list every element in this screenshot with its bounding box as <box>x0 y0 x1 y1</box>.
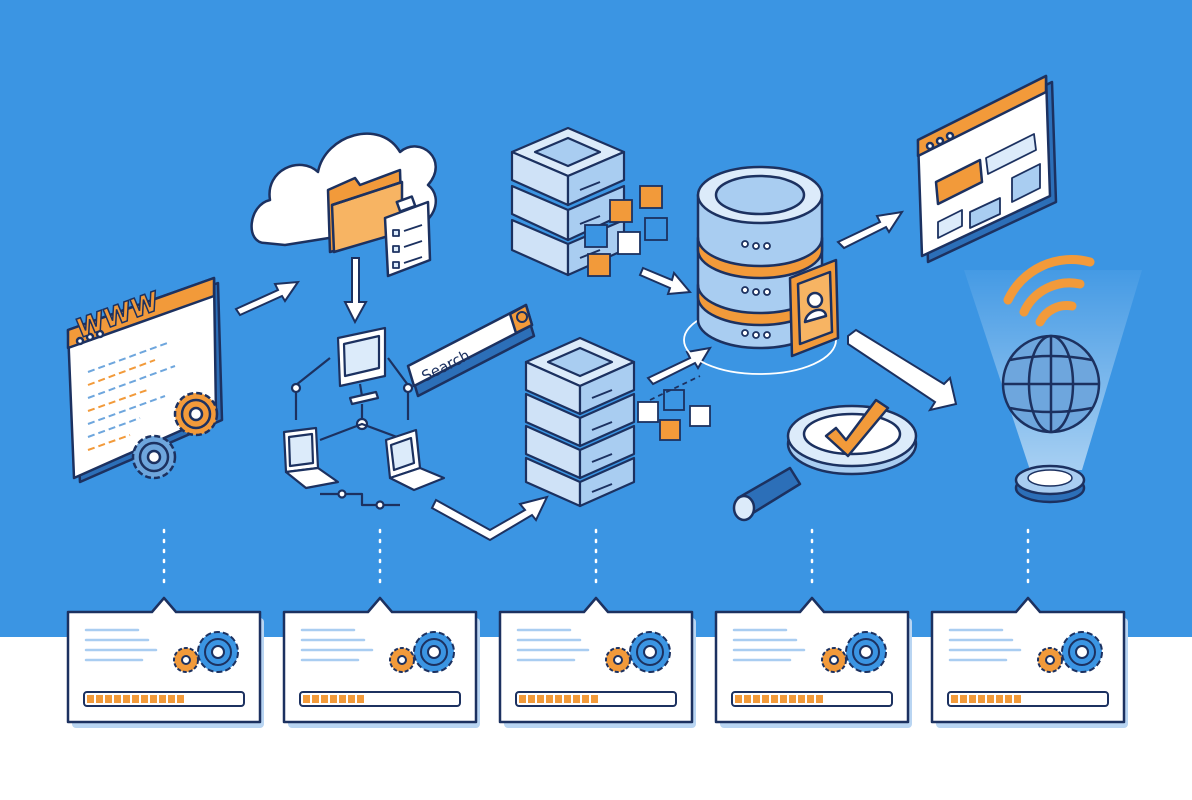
status-card[interactable] <box>282 596 480 728</box>
progress-segment <box>1005 695 1012 703</box>
progress-segment <box>744 695 751 703</box>
cloud-folder-icon <box>250 132 438 278</box>
arrow-cloud-to-network <box>343 257 368 325</box>
progress-segment <box>87 695 94 703</box>
gears-icon <box>1037 631 1103 673</box>
webpage-layout-icon <box>916 74 1058 264</box>
status-card[interactable] <box>66 596 264 728</box>
progress-segment <box>960 695 967 703</box>
footer-cards <box>66 596 1128 728</box>
progress-segment <box>789 695 796 703</box>
progress-segment <box>1014 695 1021 703</box>
progress-segment <box>357 695 364 703</box>
progress-segment <box>735 695 742 703</box>
dotted-connectors <box>162 528 1030 588</box>
progress-segment <box>762 695 769 703</box>
progress-segment <box>312 695 319 703</box>
network-computers-icon <box>282 326 446 510</box>
large-gear-hub <box>1075 645 1089 659</box>
progress-segment <box>798 695 805 703</box>
progress-segment <box>564 695 571 703</box>
progress-segment <box>537 695 544 703</box>
search-bar[interactable] <box>406 303 536 398</box>
progress-segment <box>771 695 778 703</box>
arrow-database-to-magnifier <box>847 328 958 412</box>
progress-segment <box>996 695 1003 703</box>
server-stack-bottom-icon <box>524 336 636 508</box>
progress-segment <box>816 695 823 703</box>
progress-segment <box>303 695 310 703</box>
large-gear-hub <box>427 645 441 659</box>
small-gear-hub <box>829 655 839 665</box>
progress-segment <box>573 695 580 703</box>
progress-segment <box>951 695 958 703</box>
arrow-network-to-server <box>430 495 549 542</box>
progress-segment <box>591 695 598 703</box>
small-gear-hub <box>181 655 191 665</box>
data-cubes-bottom <box>637 375 711 441</box>
progress-segment <box>159 695 166 703</box>
large-gear-hub <box>211 645 225 659</box>
status-card[interactable] <box>498 596 696 728</box>
small-gear-hub <box>397 655 407 665</box>
small-gear-hub <box>1045 655 1055 665</box>
progress-segment <box>321 695 328 703</box>
progress-segment <box>141 695 148 703</box>
progress-segment <box>978 695 985 703</box>
status-card[interactable] <box>930 596 1128 728</box>
magnifier-check-icon <box>732 398 918 522</box>
arrow-database-to-webpage <box>836 210 905 250</box>
progress-segment <box>150 695 157 703</box>
browser-code-icon <box>66 276 224 484</box>
gears-icon <box>389 631 455 673</box>
progress-segment <box>96 695 103 703</box>
progress-segment <box>330 695 337 703</box>
progress-segment <box>582 695 589 703</box>
status-card[interactable] <box>714 596 912 728</box>
progress-segment <box>114 695 121 703</box>
progress-segment <box>780 695 787 703</box>
progress-segment <box>807 695 814 703</box>
database-icon <box>683 165 840 375</box>
progress-segment <box>528 695 535 703</box>
progress-segment <box>168 695 175 703</box>
gears-icon <box>821 631 887 673</box>
progress-segment <box>348 695 355 703</box>
progress-segment <box>987 695 994 703</box>
progress-segment <box>969 695 976 703</box>
progress-segment <box>546 695 553 703</box>
gears-icon <box>605 631 671 673</box>
progress-segment <box>555 695 562 703</box>
wifi-globe-icon <box>964 255 1142 504</box>
progress-segment <box>753 695 760 703</box>
arrow-server-to-database <box>638 266 692 296</box>
gears-icon <box>173 631 239 673</box>
large-gear-hub <box>859 645 873 659</box>
progress-segment <box>339 695 346 703</box>
progress-segment <box>105 695 112 703</box>
progress-segment <box>519 695 526 703</box>
large-gear-hub <box>643 645 657 659</box>
progress-segment <box>123 695 130 703</box>
progress-segment <box>177 695 184 703</box>
small-gear-hub <box>613 655 623 665</box>
arrow-browser-to-cloud <box>234 280 301 317</box>
server-stack-top-icon <box>510 126 626 277</box>
data-cubes-top <box>584 185 668 277</box>
progress-segment <box>132 695 139 703</box>
